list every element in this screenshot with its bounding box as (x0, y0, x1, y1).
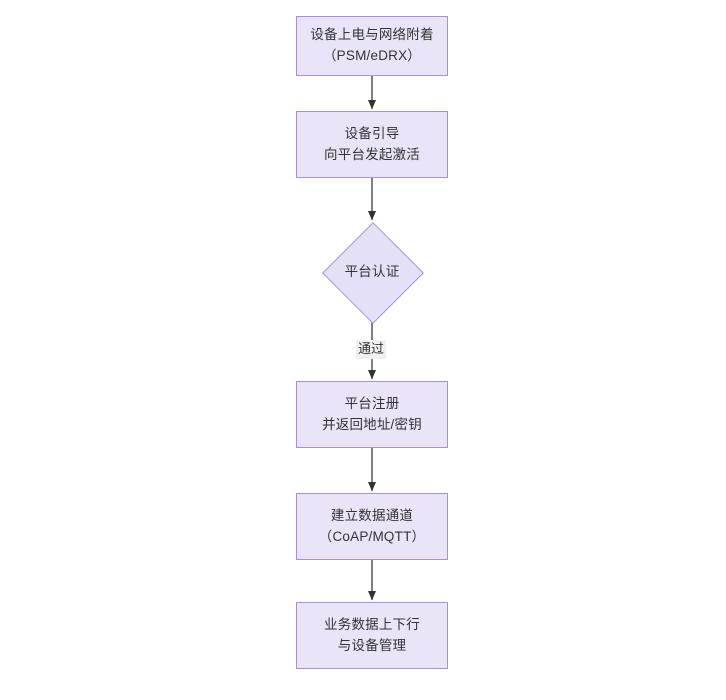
flow-node-label-line: 平台认证 (344, 263, 400, 279)
flow-node-power-on[interactable]: 设备上电与网络附着 （PSM/eDRX） (296, 16, 448, 76)
flow-node-label-line: 业务数据上下行 (324, 616, 420, 632)
flow-node-platform-auth-decision[interactable]: 平台认证 (322, 222, 424, 324)
flow-node-label-line: 与设备管理 (337, 637, 407, 653)
flow-node-label-line: （CoAP/MQTT） (318, 528, 426, 544)
flow-node-label-line: 设备上电与网络附着 (310, 27, 434, 43)
flow-node-platform-register[interactable]: 平台注册 并返回地址/密钥 (296, 381, 448, 448)
flow-node-label-line: （PSM/eDRX） (322, 48, 422, 63)
flow-node-label-line: 向平台发起激活 (324, 146, 420, 162)
edge-label-pass: 通过 (356, 340, 387, 359)
flow-node-data-channel[interactable]: 建立数据通道 （CoAP/MQTT） (296, 493, 448, 560)
flow-node-label-line: 并返回地址/密钥 (322, 416, 422, 432)
flow-node-label-line: 建立数据通道 (330, 507, 414, 523)
flow-node-business-data[interactable]: 业务数据上下行 与设备管理 (296, 602, 448, 669)
flow-node-label-line: 设备引导 (344, 125, 400, 141)
flow-node-device-bootstrap[interactable]: 设备引导 向平台发起激活 (296, 111, 448, 178)
flow-node-label-line: 平台注册 (344, 395, 400, 411)
